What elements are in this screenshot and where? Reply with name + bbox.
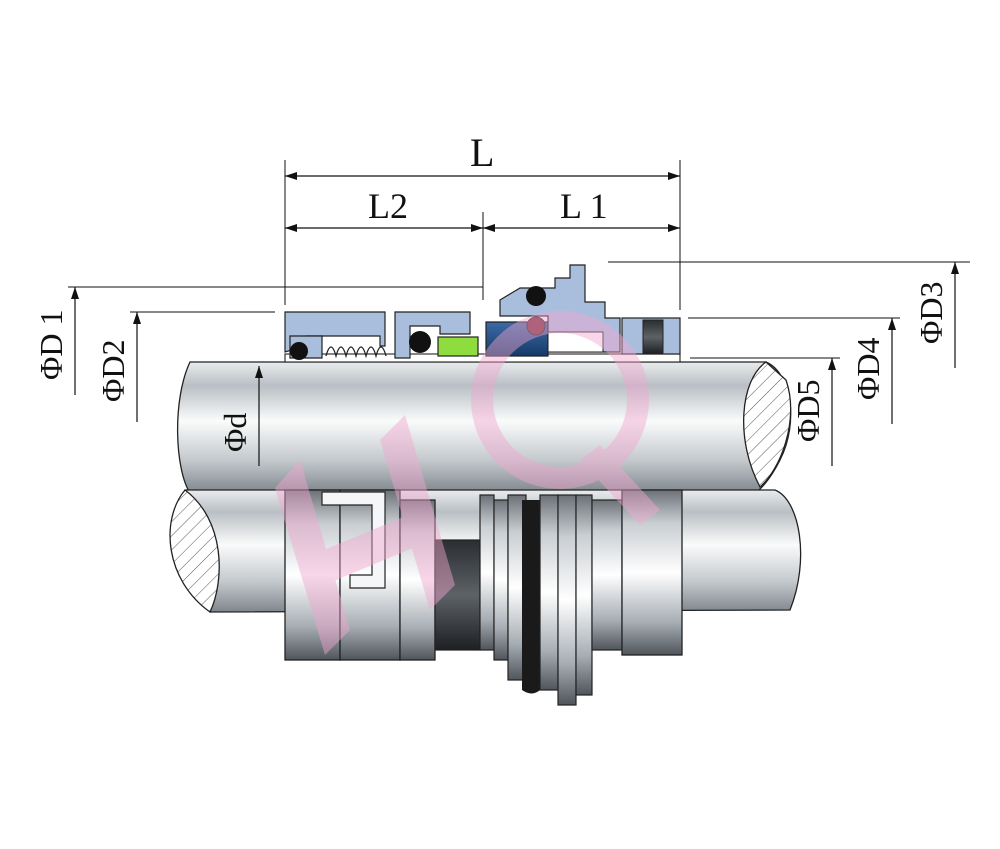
face-ring: [493, 499, 509, 661]
seat-o-ring-mid: [526, 316, 546, 336]
upper-shaft: [176, 361, 792, 494]
label-L1: L 1: [560, 186, 608, 226]
exploded-components: [284, 489, 683, 706]
label-D4: ΦD4: [850, 338, 886, 401]
seal-cross-section: [284, 264, 681, 363]
sleeve-strip: [284, 353, 681, 363]
hq-watermark: [275, 311, 660, 655]
dimension-lines: [68, 160, 970, 466]
elastomer-ring: [434, 539, 481, 651]
drive-sleeve: [394, 311, 471, 359]
drive-collar-slot: [321, 491, 386, 589]
seat-o-ring: [522, 500, 540, 694]
anti-rotation-pin: [642, 319, 664, 355]
stationary-seat-step2: [539, 494, 559, 691]
secondary-o-ring: [409, 331, 431, 353]
dimension-labels: L L2 L 1 ΦD 1 ΦD2 ΦD3 ΦD4 ΦD5 Φd: [33, 130, 949, 452]
label-D2: ΦD2: [95, 340, 131, 403]
gland-tail: [621, 489, 683, 656]
retainer-o-ring: [290, 342, 308, 360]
seat-insert: [437, 336, 479, 357]
seat-o-ring-top: [526, 286, 546, 306]
bellow-housing: [399, 499, 436, 661]
label-D3: ΦD3: [913, 282, 949, 345]
stationary-seat-step3: [557, 494, 577, 706]
label-L: L: [470, 130, 494, 175]
stationary-seat-step4: [575, 494, 593, 696]
label-D1: ΦD 1: [33, 310, 69, 381]
label-D5: ΦD5: [790, 380, 826, 443]
rotating-face: [479, 494, 495, 651]
upper-shaft-section: [743, 361, 792, 489]
label-d: Φd: [217, 413, 253, 452]
coil-spring: [325, 346, 387, 359]
seat-white-gap: [547, 331, 604, 353]
spring-holder: [284, 489, 341, 661]
label-L2: L2: [368, 186, 408, 226]
gland-plate: [591, 499, 623, 651]
lower-shaft-section: [169, 489, 220, 613]
